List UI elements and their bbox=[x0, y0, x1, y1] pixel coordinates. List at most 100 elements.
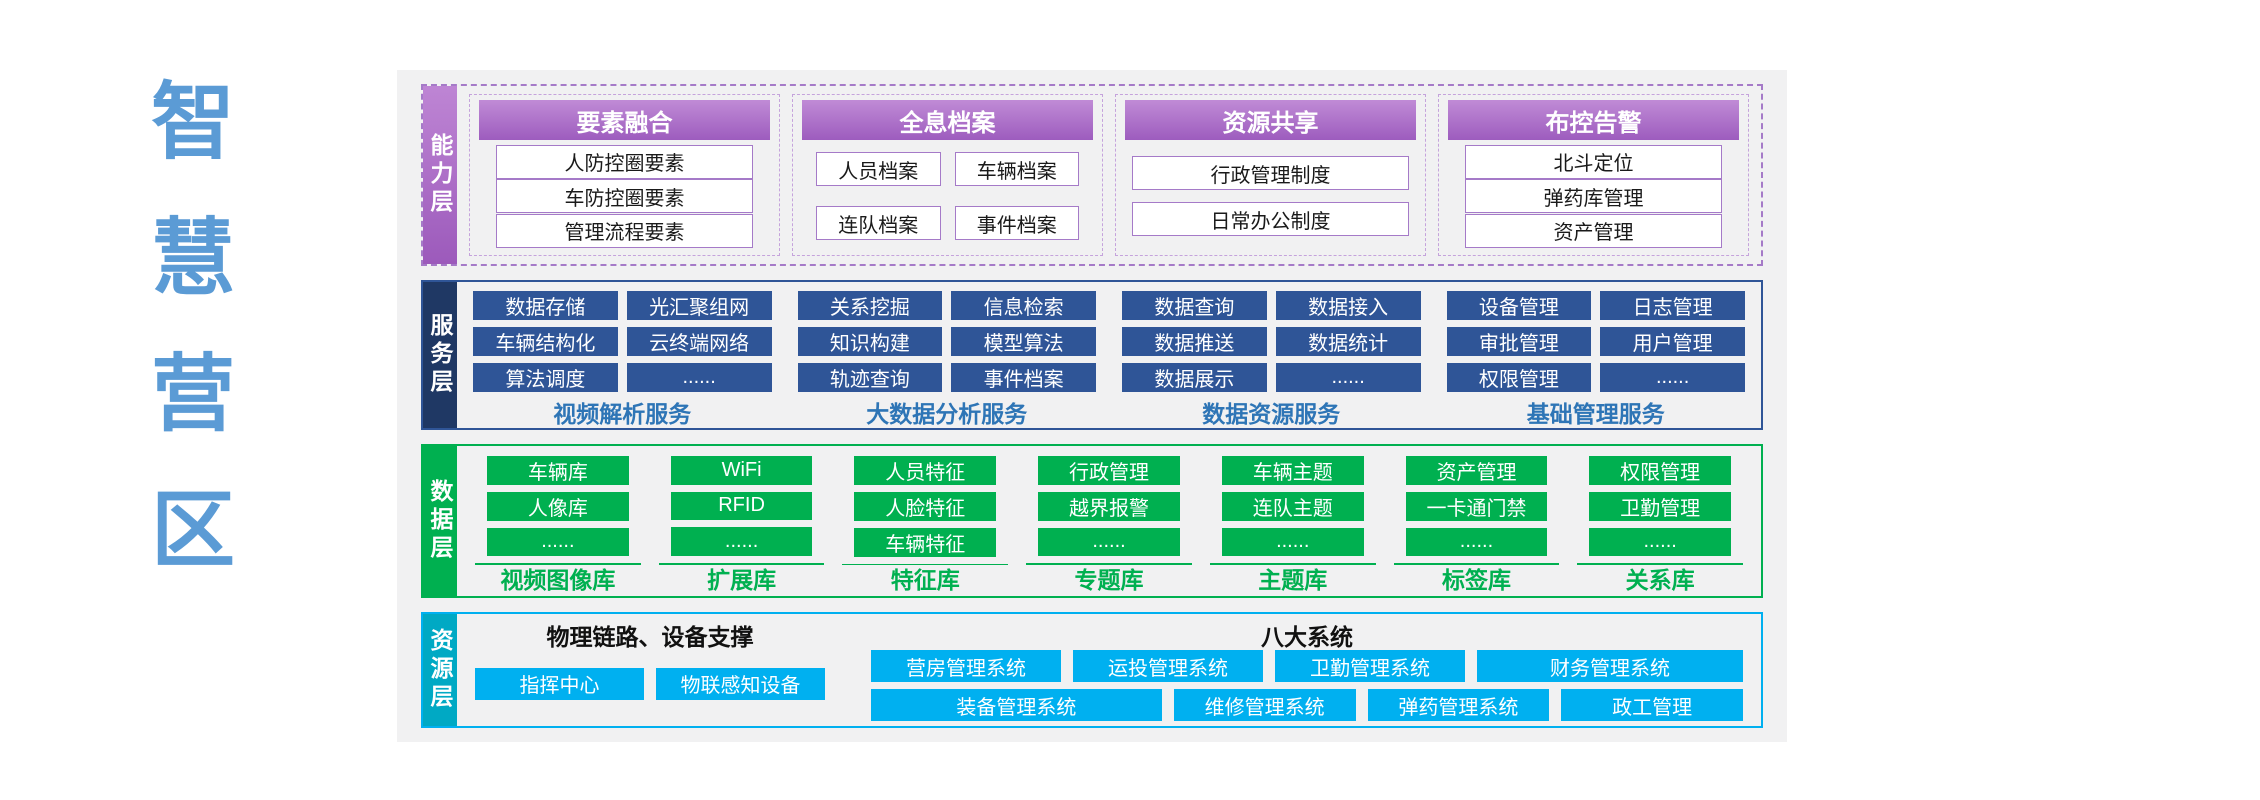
eight-systems-section: 八大系统 营房管理系统运投管理系统卫勤管理系统财务管理系统装备管理系统维修管理系… bbox=[871, 620, 1743, 721]
data-button: 资产管理 bbox=[1405, 456, 1548, 485]
resource-layer-tab: 资源层 bbox=[423, 614, 457, 726]
data-buttons: 车辆主题连队主题...... bbox=[1210, 456, 1376, 556]
data-buttons: 权限管理卫勤管理...... bbox=[1577, 456, 1743, 556]
service-button: 轨迹查询 bbox=[797, 363, 943, 392]
systems-row: 装备管理系统维修管理系统弹药管理系统政工管理 bbox=[871, 689, 1743, 721]
group-underline bbox=[1577, 562, 1744, 565]
group-items: 北斗定位弹药库管理资产管理 bbox=[1448, 140, 1739, 248]
capability-group: 布控告警北斗定位弹药库管理资产管理 bbox=[1438, 94, 1749, 256]
data-caption: 视频图像库 bbox=[500, 566, 616, 593]
capability-item: 事件档案 bbox=[954, 206, 1079, 240]
service-layer-tab: 服务层 bbox=[423, 282, 457, 428]
capability-group: 全息档案人员档案车辆档案连队档案事件档案 bbox=[792, 94, 1103, 256]
data-caption: 特征库 bbox=[890, 566, 960, 593]
resource-button: 指挥中心 bbox=[475, 667, 644, 700]
architecture-panel: 能力层 要素融合人防控圈要素车防控圈要素管理流程要素全息档案人员档案车辆档案连队… bbox=[397, 70, 1787, 742]
service-button: 云终端网络 bbox=[626, 327, 772, 356]
group-underline bbox=[1026, 562, 1192, 565]
service-button: 权限管理 bbox=[1446, 363, 1592, 392]
data-button: 权限管理 bbox=[1589, 456, 1732, 485]
data-caption: 扩展库 bbox=[707, 566, 777, 593]
resource-button: 物联感知设备 bbox=[656, 667, 825, 700]
group-header: 资源共享 bbox=[1125, 100, 1416, 140]
capability-item: 资产管理 bbox=[1465, 213, 1722, 248]
service-button: 算法调度 bbox=[473, 363, 618, 392]
group-items: 人员档案车辆档案连队档案事件档案 bbox=[802, 140, 1093, 248]
data-caption: 关系库 bbox=[1625, 566, 1695, 593]
capability-item: 行政管理制度 bbox=[1132, 156, 1409, 190]
data-button: ...... bbox=[1589, 528, 1732, 556]
data-button: WiFi bbox=[670, 456, 813, 485]
service-button: 光汇聚组网 bbox=[626, 291, 772, 320]
physical-support-header: 物理链路、设备支撑 bbox=[546, 624, 754, 650]
service-group: 数据查询数据接入数据推送数据统计数据展示......数据资源服务 bbox=[1122, 291, 1421, 427]
systems-row: 营房管理系统运投管理系统卫勤管理系统财务管理系统 bbox=[871, 650, 1743, 682]
group-items: 行政管理制度日常办公制度 bbox=[1125, 140, 1416, 248]
group-items: 人防控圈要素车防控圈要素管理流程要素 bbox=[479, 140, 770, 248]
data-button: 车辆库 bbox=[487, 456, 629, 485]
service-button: 审批管理 bbox=[1446, 327, 1592, 356]
data-button: 连队主题 bbox=[1221, 492, 1364, 521]
resource-button: 财务管理系统 bbox=[1477, 650, 1743, 682]
resource-button: 政工管理 bbox=[1561, 689, 1743, 721]
data-caption: 标签库 bbox=[1441, 566, 1511, 593]
layer-capability: 能力层 要素融合人防控圈要素车防控圈要素管理流程要素全息档案人员档案车辆档案连队… bbox=[421, 84, 1763, 266]
title-char: 慧 bbox=[150, 211, 235, 305]
data-buttons: 车辆库人像库...... bbox=[475, 456, 641, 556]
page-title: 智慧营区 bbox=[138, 80, 248, 572]
capability-item: 北斗定位 bbox=[1465, 144, 1722, 179]
data-button: 人像库 bbox=[487, 492, 629, 521]
capability-item: 管理流程要素 bbox=[496, 213, 753, 248]
service-button: ...... bbox=[1600, 363, 1745, 392]
service-button: 知识构建 bbox=[797, 327, 943, 356]
data-buttons: 资产管理一卡通门禁...... bbox=[1394, 456, 1560, 556]
capability-group: 资源共享行政管理制度日常办公制度 bbox=[1115, 94, 1426, 256]
service-button: 数据接入 bbox=[1275, 291, 1421, 320]
data-button: 行政管理 bbox=[1038, 456, 1180, 485]
service-button: ...... bbox=[626, 363, 772, 392]
data-button: ...... bbox=[1038, 528, 1180, 556]
physical-support-section: 物理链路、设备支撑 指挥中心物联感知设备 bbox=[475, 620, 825, 717]
resource-button: 营房管理系统 bbox=[871, 650, 1061, 682]
service-group: 设备管理日志管理审批管理用户管理权限管理......基础管理服务 bbox=[1446, 291, 1745, 427]
capability-item: 人员档案 bbox=[816, 152, 941, 186]
service-button: 信息检索 bbox=[951, 291, 1096, 320]
service-caption: 数据资源服务 bbox=[1202, 401, 1341, 427]
group-header: 全息档案 bbox=[802, 100, 1093, 140]
data-button: ...... bbox=[487, 528, 629, 556]
service-group: 数据存储光汇聚组网车辆结构化云终端网络算法调度......视频解析服务 bbox=[473, 291, 772, 427]
eight-systems-header: 八大系统 bbox=[1261, 624, 1353, 650]
physical-buttons: 指挥中心物联感知设备 bbox=[475, 650, 825, 717]
service-button: 数据查询 bbox=[1122, 291, 1267, 320]
data-layer-tab: 数据层 bbox=[423, 446, 457, 596]
resource-button: 维修管理系统 bbox=[1173, 689, 1356, 721]
data-button: ...... bbox=[1405, 528, 1548, 556]
data-button: 车辆主题 bbox=[1221, 456, 1364, 485]
layer-service: 服务层 数据存储光汇聚组网车辆结构化云终端网络算法调度......视频解析服务关… bbox=[421, 280, 1763, 430]
systems-rows: 营房管理系统运投管理系统卫勤管理系统财务管理系统装备管理系统维修管理系统弹药管理… bbox=[871, 650, 1743, 721]
resource-button: 弹药管理系统 bbox=[1367, 689, 1550, 721]
data-button: ...... bbox=[1221, 528, 1364, 556]
data-buttons: 行政管理越界报警...... bbox=[1026, 456, 1192, 556]
service-button: 用户管理 bbox=[1600, 327, 1745, 356]
service-group: 关系挖掘信息检索知识构建模型算法轨迹查询事件档案大数据分析服务 bbox=[797, 291, 1096, 427]
capability-groups: 要素融合人防控圈要素车防控圈要素管理流程要素全息档案人员档案车辆档案连队档案事件… bbox=[457, 86, 1761, 264]
service-caption: 基础管理服务 bbox=[1526, 401, 1665, 427]
capability-group: 要素融合人防控圈要素车防控圈要素管理流程要素 bbox=[469, 94, 780, 256]
resource-body: 物理链路、设备支撑 指挥中心物联感知设备 八大系统 营房管理系统运投管理系统卫勤… bbox=[457, 614, 1761, 726]
group-header: 布控告警 bbox=[1448, 100, 1739, 140]
data-button: 人脸特征 bbox=[854, 492, 997, 521]
title-char: 营 bbox=[150, 347, 235, 441]
capability-item: 人防控圈要素 bbox=[496, 144, 753, 179]
capability-item: 车辆档案 bbox=[954, 152, 1079, 186]
service-button: 数据统计 bbox=[1275, 327, 1421, 356]
data-button: 卫勤管理 bbox=[1589, 492, 1732, 521]
data-group: 权限管理卫勤管理...... 关系库 bbox=[1577, 456, 1744, 593]
data-button: ...... bbox=[670, 527, 813, 556]
layer-resource: 资源层 物理链路、设备支撑 指挥中心物联感知设备 八大系统 营房管理系统运投管理… bbox=[421, 612, 1763, 728]
data-group: 资产管理一卡通门禁...... 标签库 bbox=[1393, 456, 1560, 593]
